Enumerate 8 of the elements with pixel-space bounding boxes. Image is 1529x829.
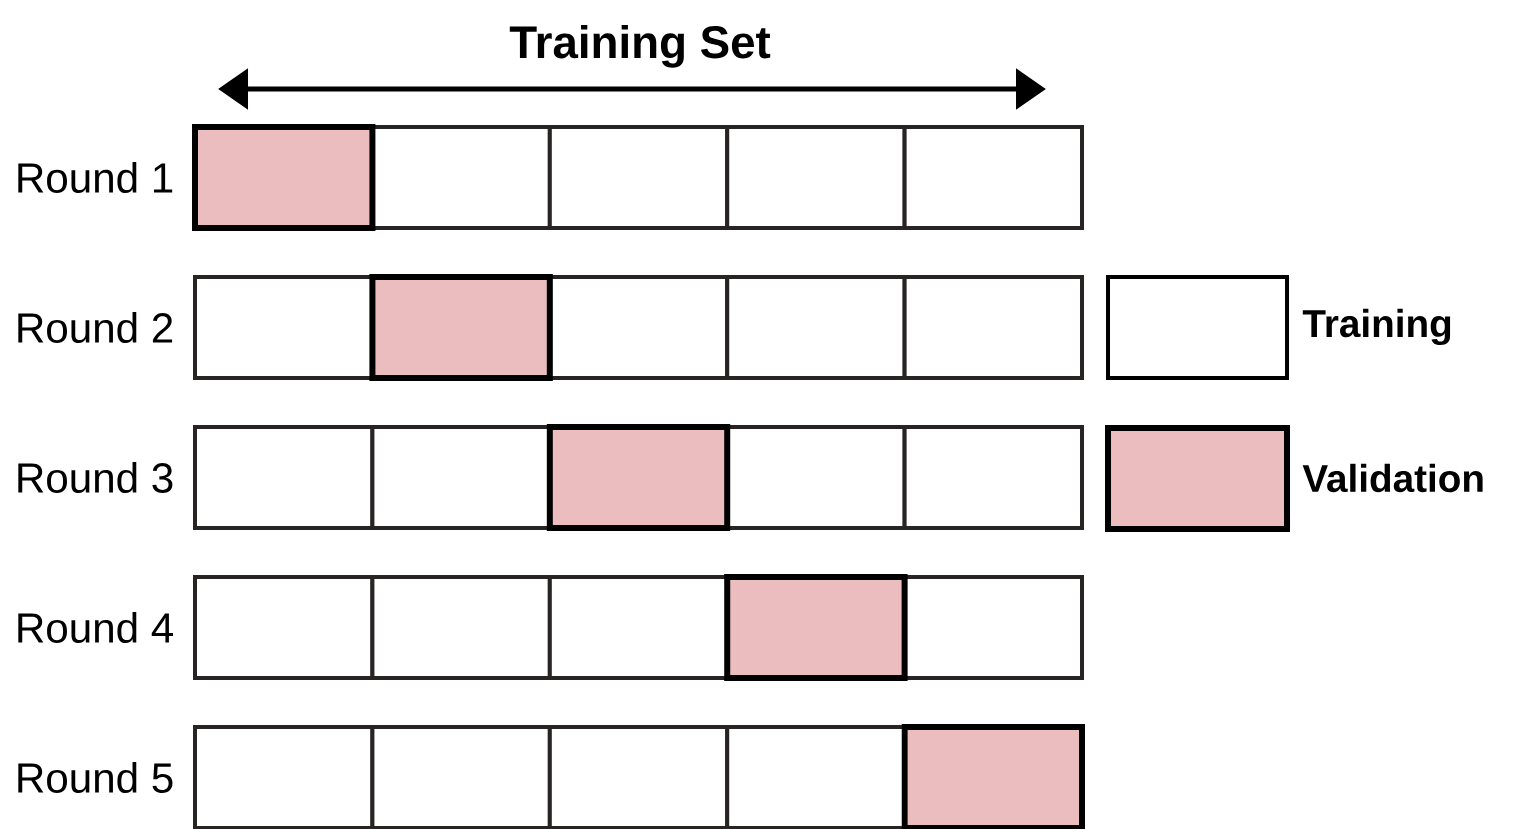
row-label: Round 5 [18, 762, 173, 793]
legend-label: Validation [1302, 463, 1483, 493]
row-label: Round 4 [18, 612, 173, 643]
row-label: Round 1 [18, 162, 173, 193]
row-label: Round 3 [18, 462, 173, 493]
row-label: Round 2 [18, 312, 173, 343]
legend-label: Training [1302, 308, 1451, 346]
title: Training Set [509, 24, 771, 68]
